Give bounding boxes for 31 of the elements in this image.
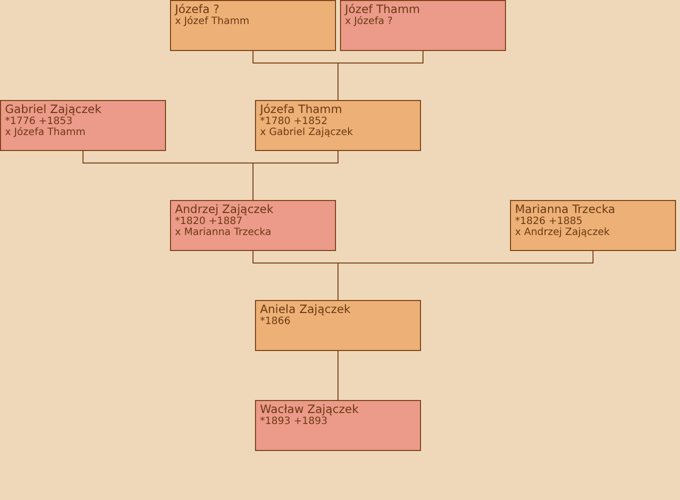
person-box bbox=[255, 400, 421, 451]
family-line bbox=[338, 250, 594, 300]
person-box bbox=[255, 100, 421, 151]
person-detail: x Józefa ? bbox=[345, 16, 394, 27]
person-box bbox=[340, 0, 506, 51]
person-detail: x Gabriel Zajączek bbox=[260, 127, 354, 138]
person-box bbox=[170, 200, 336, 251]
person-name: Józefa ? bbox=[175, 3, 220, 16]
person-detail: x Józefa Thamm bbox=[5, 127, 86, 138]
person-box bbox=[255, 300, 421, 351]
person-name: Marianna Trzecka bbox=[515, 203, 616, 216]
person-detail: *1776 +1853 bbox=[5, 116, 74, 127]
person-name: Józef Thamm bbox=[345, 3, 422, 16]
person-name: Aniela Zajączek bbox=[260, 303, 352, 316]
person-box bbox=[0, 100, 166, 151]
person-name: Wacław Zajączek bbox=[260, 403, 360, 416]
person-detail: x Józef Thamm bbox=[175, 16, 250, 27]
person-name: Andrzej Zajączek bbox=[175, 203, 274, 216]
person-detail: *1780 +1852 bbox=[260, 116, 328, 127]
person-detail: x Andrzej Zajączek bbox=[515, 227, 611, 238]
person-name: Józefa Thamm bbox=[260, 103, 344, 116]
person-detail: *1866 bbox=[260, 316, 292, 327]
family-line bbox=[338, 50, 424, 100]
person-detail: x Marianna Trzecka bbox=[175, 227, 272, 238]
person-box bbox=[510, 200, 676, 251]
person-detail: *1820 +1887 bbox=[175, 216, 244, 227]
family-line bbox=[252, 150, 338, 200]
person-detail: *1826 +1885 bbox=[515, 216, 584, 227]
person-box bbox=[170, 0, 336, 51]
person-name: Gabriel Zajączek bbox=[5, 103, 102, 116]
person-detail: *1893 +1893 bbox=[260, 416, 328, 427]
